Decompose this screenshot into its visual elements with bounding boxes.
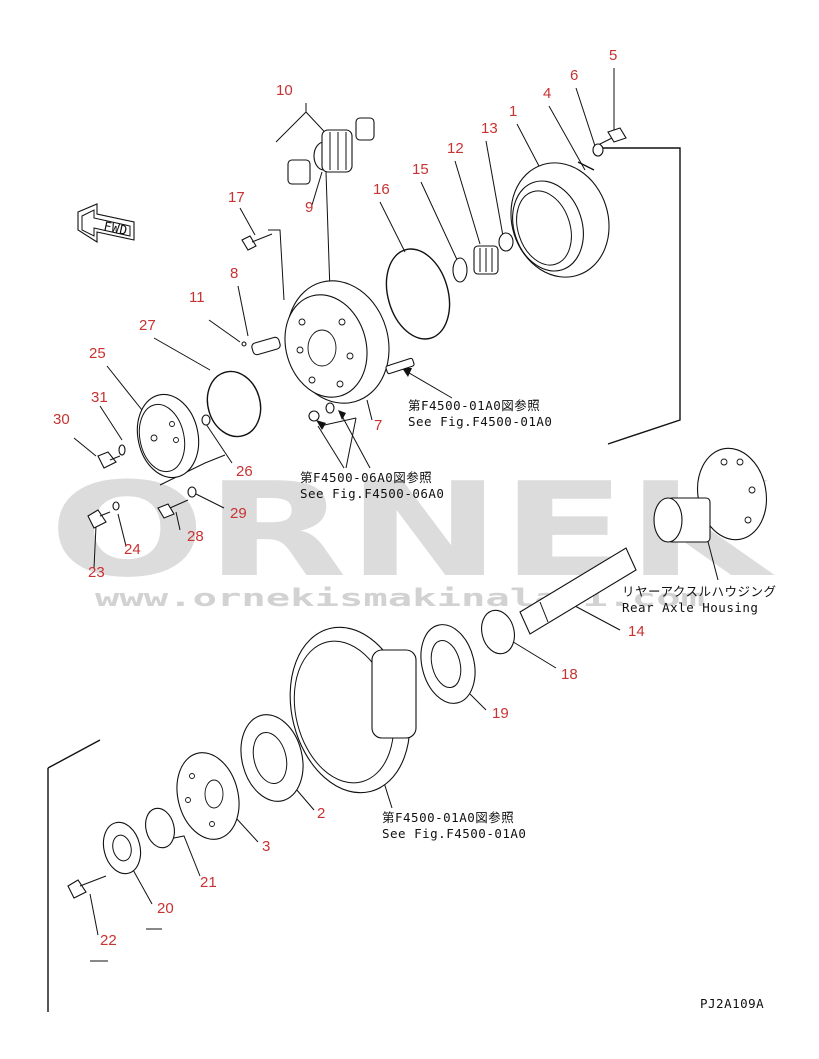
part-number-23: 23 <box>88 564 105 581</box>
lock-plate-21 <box>145 807 175 849</box>
reference-notes: 第F4500-01A0図参照 See Fig.F4500-01A0 第F4500… <box>300 398 777 1011</box>
part-number-24: 24 <box>124 541 141 558</box>
part-number-7: 7 <box>374 417 382 434</box>
part-number-labels: 1234567891011121314151617181920212223242… <box>53 47 645 949</box>
part-number-3: 3 <box>262 838 270 855</box>
housing-label-en: Rear Axle Housing <box>622 600 758 615</box>
seal-18 <box>481 609 515 655</box>
bolt-28 <box>157 499 189 519</box>
part-number-13: 13 <box>481 120 498 137</box>
bearings-10 <box>287 117 375 185</box>
snap-ring-15 <box>452 257 468 283</box>
stud-bolt <box>385 357 415 375</box>
note-jp: 第F4500-06A0図参照 <box>300 470 432 485</box>
o-ring-16 <box>385 248 451 340</box>
pin-8 <box>251 336 281 356</box>
part-number-14: 14 <box>628 623 645 640</box>
part-number-6: 6 <box>570 67 578 84</box>
washer-7 <box>325 402 335 414</box>
retainer-3 <box>176 752 240 840</box>
part-number-26: 26 <box>236 463 253 480</box>
cover-25 <box>136 393 200 479</box>
ring-gear-1 <box>510 162 610 278</box>
gear-9 <box>313 129 353 173</box>
part-number-16: 16 <box>373 181 390 198</box>
rear-axle-housing <box>653 447 767 543</box>
plug-30 <box>97 451 121 469</box>
part-number-8: 8 <box>230 265 238 282</box>
part-number-20: 20 <box>157 900 174 917</box>
part-number-22: 22 <box>100 932 117 949</box>
part-number-27: 27 <box>139 317 156 334</box>
wheel-hub <box>289 626 417 794</box>
note-en: See Fig.F4500-06A0 <box>300 486 444 501</box>
bearing-2 <box>240 714 304 802</box>
part-24 <box>112 501 120 511</box>
shaft-14 <box>519 547 637 635</box>
note-jp: 第F4500-01A0図参照 <box>382 810 514 825</box>
part-number-9: 9 <box>305 199 313 216</box>
part-number-19: 19 <box>492 705 509 722</box>
o-ring-27 <box>206 370 262 438</box>
bearing-19 <box>420 624 476 704</box>
note-jp: 第F4500-01A0図参照 <box>408 398 540 413</box>
bolt-17 <box>241 233 273 251</box>
part-26 <box>201 414 211 426</box>
part-number-2: 2 <box>317 805 325 822</box>
part-number-15: 15 <box>412 161 429 178</box>
drawing-code: PJ2A109A <box>700 996 764 1011</box>
fwd-label: FWD <box>102 218 129 238</box>
pin-11 <box>241 341 247 347</box>
watermark-url: www.ornekismakinalari.com <box>95 584 705 612</box>
plug-23 <box>87 509 111 529</box>
part-number-4: 4 <box>543 85 551 102</box>
housing-label-jp: リヤーアクスルハウジング <box>622 584 777 599</box>
note-en: See Fig.F4500-01A0 <box>408 414 552 429</box>
part-number-5: 5 <box>609 47 617 64</box>
bolt-5 <box>595 127 627 147</box>
bearing-12 <box>473 245 499 275</box>
nut-7 <box>308 410 320 422</box>
part-number-30: 30 <box>53 411 70 428</box>
note-en: See Fig.F4500-01A0 <box>382 826 526 841</box>
part-number-12: 12 <box>447 140 464 157</box>
fwd-arrow-icon: FWD <box>77 203 135 243</box>
part-number-17: 17 <box>228 189 245 206</box>
part-number-25: 25 <box>89 345 106 362</box>
part-number-31: 31 <box>91 389 108 406</box>
part-number-10: 10 <box>276 82 293 99</box>
part-number-28: 28 <box>187 528 204 545</box>
ring-13 <box>498 232 514 252</box>
washer-31 <box>118 444 126 456</box>
part-number-29: 29 <box>230 505 247 522</box>
carrier-7 <box>284 280 390 404</box>
pin-4 <box>577 161 595 171</box>
part-number-1: 1 <box>509 103 517 120</box>
bolt-22 <box>67 875 107 899</box>
upper-parts <box>87 117 627 529</box>
part-number-18: 18 <box>561 666 578 683</box>
lower-parts <box>67 447 767 962</box>
washer-6 <box>592 143 604 157</box>
part-number-21: 21 <box>200 874 217 891</box>
watermark-brand: ORNEK <box>49 454 775 606</box>
plate-20 <box>102 821 142 875</box>
part-number-11: 11 <box>189 289 205 306</box>
washer-29 <box>187 486 197 498</box>
